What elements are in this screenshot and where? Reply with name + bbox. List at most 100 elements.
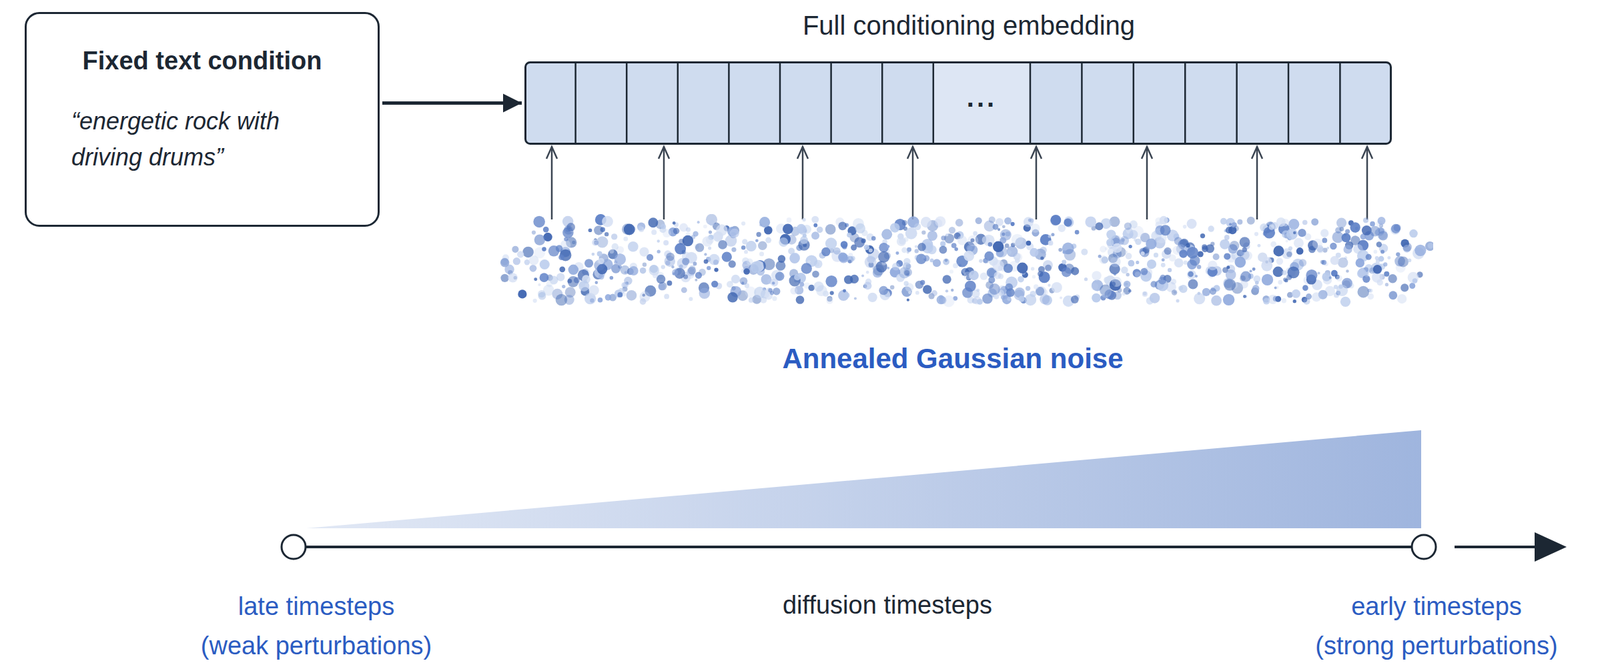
noise-dot (637, 225, 642, 231)
noise-dot (1224, 234, 1230, 241)
cell-divider (779, 62, 782, 144)
noise-dot (1209, 288, 1217, 295)
noise-dot (1014, 287, 1025, 299)
noise-dot (992, 259, 1004, 271)
noise-arrow (663, 146, 666, 220)
noise-dot (555, 294, 568, 307)
noise-dot (1186, 270, 1197, 280)
noise-dot (1286, 251, 1292, 257)
noise-arrow (802, 146, 805, 220)
noise-dot (1183, 260, 1188, 265)
noise-dot (1284, 278, 1289, 283)
noise-dot (604, 232, 609, 237)
noise-dot (568, 264, 579, 275)
noise-dot (842, 244, 847, 249)
noise-dot (591, 239, 599, 247)
noise-dot (1263, 257, 1272, 267)
noise-dot (1233, 225, 1240, 232)
noise-dot (866, 270, 870, 275)
noise-dot (708, 254, 720, 266)
noise-dot (1288, 218, 1300, 230)
noise-dot (1369, 221, 1376, 227)
noise-dot (1050, 215, 1061, 226)
noise-dot (963, 250, 975, 262)
noise-dot (1124, 250, 1128, 254)
noise-dot (1338, 284, 1344, 289)
cell-divider (727, 62, 730, 144)
noise-dot (567, 278, 572, 284)
noise-dot (868, 292, 878, 303)
noise-dot (613, 260, 618, 265)
noise-dot (504, 264, 514, 275)
noise-dot (1355, 258, 1366, 268)
noise-dot (886, 266, 890, 270)
noise-dot (1164, 247, 1172, 255)
noise-dot (967, 235, 979, 247)
noise-dot (1111, 276, 1122, 287)
noise-dot (1407, 258, 1412, 263)
embedding-node: Full conditioning embedding... (524, 13, 1392, 145)
noise-dot (978, 259, 983, 264)
noise-dot (1132, 226, 1144, 238)
timeline-axis (305, 545, 1412, 549)
noise-dot (1312, 238, 1323, 249)
noise-dot (533, 277, 538, 281)
noise-dot (1128, 260, 1135, 267)
noise-dot (1134, 271, 1141, 277)
noise-dot (678, 238, 684, 245)
noise-dot (1004, 217, 1012, 225)
noise-dot (1039, 246, 1047, 254)
noise-dot (1040, 256, 1044, 260)
noise-dot (898, 238, 906, 245)
noise-dot (982, 236, 991, 245)
noise-dot (1125, 252, 1133, 260)
noise-arrow (912, 146, 915, 220)
noise-dot (529, 255, 540, 266)
noise-dot (611, 233, 618, 240)
noise-dot (534, 234, 546, 245)
noise-dot (950, 288, 954, 292)
noise-dot (1286, 228, 1298, 241)
noise-dot (671, 269, 678, 276)
noise-dot (583, 279, 588, 283)
noise-dot (743, 250, 748, 255)
noise-dot (663, 240, 669, 246)
noise-dot (813, 281, 824, 292)
noise-dot (1329, 242, 1337, 250)
noise-arrow (1146, 146, 1149, 220)
noise-dot (1414, 244, 1426, 257)
cell-divider (1339, 62, 1342, 144)
noise-dot (727, 292, 738, 303)
noise-dot (652, 272, 658, 279)
noise-dot (1407, 272, 1420, 284)
noise-dot (623, 224, 636, 236)
noise-dot (1118, 239, 1125, 245)
noise-dot (681, 250, 686, 255)
noise-dot (1161, 258, 1165, 262)
noise-dot (921, 230, 926, 235)
noise-dot (688, 296, 693, 301)
noise-dot (1106, 229, 1116, 239)
noise-dot (903, 258, 911, 266)
embedding-title: Full conditioning embedding (524, 9, 1414, 42)
noise-dot (1185, 243, 1190, 248)
noise-dot (914, 248, 919, 253)
noise-dot (1211, 295, 1222, 307)
noise-dot (1178, 249, 1187, 258)
noise-dot (591, 252, 595, 257)
noise-dot (1001, 232, 1005, 236)
embedding-outline (525, 62, 1392, 145)
noise-dot (1388, 290, 1398, 300)
noise-dot (539, 259, 550, 270)
noise-dot (741, 238, 748, 245)
noise-dot (1287, 266, 1300, 279)
noise-dot (672, 221, 676, 225)
noise-dot (808, 284, 815, 292)
noise-dot (1229, 240, 1240, 251)
noise-dot (715, 224, 728, 236)
noise-dot (1120, 266, 1129, 275)
noise-dot (1059, 296, 1063, 299)
noise-dot (964, 280, 977, 293)
noise-dot (559, 266, 566, 273)
noise-dot (1146, 297, 1154, 305)
